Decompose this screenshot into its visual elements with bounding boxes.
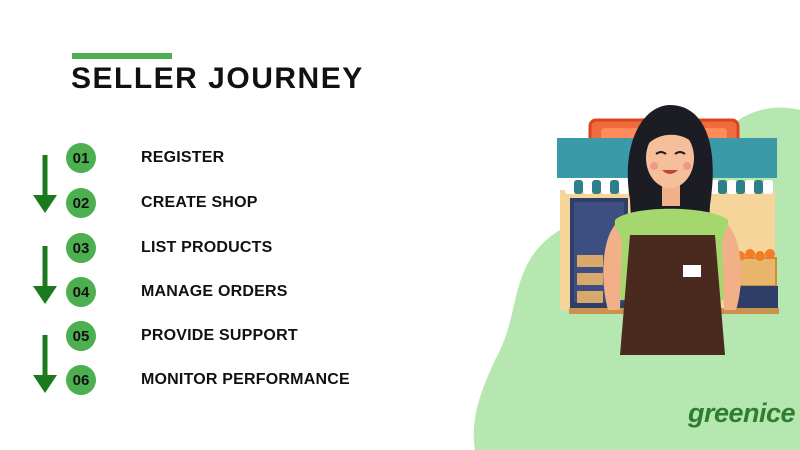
step-number-badge: 06	[66, 365, 96, 395]
shopkeeper-figure	[603, 105, 742, 355]
step-number-badge: 03	[66, 233, 96, 263]
step-label: MONITOR PERFORMANCE	[141, 371, 350, 388]
step-register: 01 REGISTER	[66, 143, 224, 173]
step-manage-orders: 04 MANAGE ORDERS	[66, 277, 287, 307]
step-create-shop: 02 CREATE SHOP	[66, 188, 257, 218]
step-label: REGISTER	[141, 149, 225, 166]
step-number-badge: 02	[66, 188, 96, 218]
step-label: PROVIDE SUPPORT	[141, 327, 298, 344]
step-number-badge: 04	[66, 277, 96, 307]
step-number-badge: 05	[66, 321, 96, 351]
step-label: CREATE SHOP	[141, 194, 258, 211]
shopkeeper-illustration	[473, 105, 800, 450]
page-title: SELLER JOURNEY	[71, 62, 364, 95]
step-monitor-performance: 06 MONITOR PERFORMANCE	[66, 365, 350, 395]
step-list-products: 03 LIST PRODUCTS	[66, 233, 272, 263]
step-label: LIST PRODUCTS	[141, 239, 273, 256]
title-accent-bar	[72, 53, 172, 59]
down-arrow-icon	[33, 335, 57, 393]
step-number-badge: 01	[66, 143, 96, 173]
down-arrow-icon	[33, 155, 57, 213]
brand-logo: greenice	[688, 398, 796, 428]
step-label: MANAGE ORDERS	[141, 283, 288, 300]
down-arrow-icon	[33, 246, 57, 304]
step-provide-support: 05 PROVIDE SUPPORT	[66, 321, 298, 351]
